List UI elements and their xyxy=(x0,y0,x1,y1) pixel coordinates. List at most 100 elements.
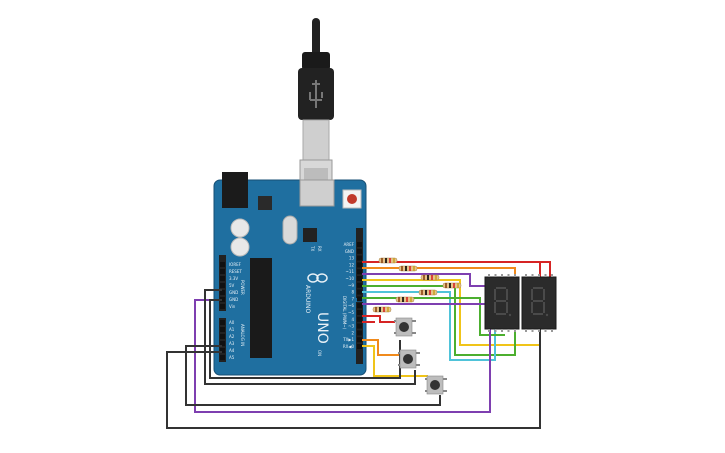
digital-pin[interactable] xyxy=(357,276,362,281)
power-pin[interactable] xyxy=(220,269,225,274)
usb-cable[interactable] xyxy=(298,18,334,207)
segment xyxy=(506,289,508,300)
segment xyxy=(506,302,508,313)
pushbutton-3[interactable] xyxy=(425,375,447,395)
digital-pin-label: ~6 xyxy=(348,303,354,308)
segment xyxy=(494,302,496,313)
digital-pin-label: RX◀0 xyxy=(343,344,355,349)
resistor[interactable] xyxy=(418,289,438,296)
resistor[interactable] xyxy=(442,282,462,289)
pushbutton-cap[interactable] xyxy=(399,322,409,332)
pushbutton-cap[interactable] xyxy=(403,354,413,364)
display-pin xyxy=(514,274,516,277)
analog-pin-label: A2 xyxy=(229,334,235,339)
power-pin[interactable] xyxy=(220,290,225,295)
digital-pin-label: 7 xyxy=(351,296,354,301)
analog-pin[interactable] xyxy=(220,348,225,353)
wire-green-7[interactable] xyxy=(362,297,505,336)
power-pin-label: Vin xyxy=(229,304,236,309)
resistor[interactable] xyxy=(372,306,392,313)
segment xyxy=(531,302,533,313)
display-pin xyxy=(531,274,534,277)
digital-pin-label: TX▶1 xyxy=(342,337,354,342)
pushbutton-cap[interactable] xyxy=(430,380,440,390)
display-pin xyxy=(514,329,516,332)
capacitor-2 xyxy=(230,237,250,257)
digital-pin[interactable] xyxy=(357,248,362,254)
wire-black-gnd-2[interactable] xyxy=(185,345,441,406)
digital-pin[interactable] xyxy=(357,242,362,247)
wire-green-9[interactable] xyxy=(362,285,516,356)
digital-pin-label: ~9 xyxy=(348,283,354,288)
analog-header xyxy=(219,318,226,362)
digital-pin-label: GND xyxy=(345,249,354,254)
digital-pin[interactable] xyxy=(357,296,362,302)
pushbutton-2[interactable] xyxy=(398,349,420,369)
digital-pin[interactable] xyxy=(357,330,362,336)
display-pin xyxy=(488,274,490,277)
analog-pin-label: A3 xyxy=(229,341,235,346)
analog-pin-label: A4 xyxy=(229,348,235,353)
power-pin[interactable] xyxy=(220,283,225,288)
digital-pin[interactable] xyxy=(357,323,362,329)
resistor[interactable] xyxy=(378,257,398,264)
resistor[interactable] xyxy=(420,274,440,281)
power-pin-label: RESET xyxy=(229,269,242,274)
segment xyxy=(531,289,533,300)
tx-label: TX xyxy=(310,245,315,251)
atmega-chip xyxy=(250,258,272,358)
resistor[interactable] xyxy=(395,296,415,303)
power-pin-label: GND xyxy=(229,297,238,302)
digital-pin[interactable] xyxy=(357,337,362,343)
digital-pin[interactable] xyxy=(357,262,362,268)
arduino-logo xyxy=(307,273,328,283)
power-pin[interactable] xyxy=(220,276,225,281)
analog-pin[interactable] xyxy=(220,320,225,325)
display-pin xyxy=(551,274,553,277)
display-pin xyxy=(538,329,540,332)
digital-pin-label: 12 xyxy=(349,262,355,267)
segment xyxy=(533,313,543,315)
digital-pin[interactable] xyxy=(357,310,362,315)
wire-orange-2[interactable] xyxy=(362,339,400,356)
digital-pin-label: 4 xyxy=(351,317,354,322)
digital-pin[interactable] xyxy=(357,289,362,295)
digital-pin[interactable] xyxy=(357,282,362,288)
seven-segment-display-1[interactable] xyxy=(484,274,520,332)
brand-label: ARDUINO xyxy=(304,285,311,314)
wire-yellow-1[interactable] xyxy=(362,345,428,377)
on-label: ON xyxy=(317,350,322,356)
wire-black-gnd-3[interactable] xyxy=(204,289,416,385)
segment xyxy=(543,289,545,300)
seven-segment-display-2[interactable] xyxy=(521,274,557,332)
digital-pin[interactable] xyxy=(357,316,362,322)
decimal-point xyxy=(545,313,549,317)
usb-chip xyxy=(303,228,317,242)
display-pin xyxy=(544,329,547,332)
reset-button-cap[interactable] xyxy=(347,194,357,204)
digital-pin[interactable] xyxy=(357,255,362,261)
arduino-uno-board[interactable]: ARDUINO UNO TX RX ON POWER ANALOG IN DIG… xyxy=(213,172,367,376)
digital-pin[interactable] xyxy=(357,303,362,309)
resistor[interactable] xyxy=(398,265,418,272)
analog-pin[interactable] xyxy=(220,341,225,346)
power-pin[interactable] xyxy=(220,262,225,267)
analog-pin[interactable] xyxy=(220,334,225,339)
analog-pin-label: A5 xyxy=(229,355,235,360)
power-pin-label: GND xyxy=(229,290,238,295)
digital-pin-label: ~11 xyxy=(346,269,355,274)
pushbutton-1[interactable] xyxy=(394,317,416,337)
digital-pin[interactable] xyxy=(357,269,362,275)
analog-pin[interactable] xyxy=(220,355,225,360)
wire-cyan-8[interactable] xyxy=(362,291,496,361)
power-pin[interactable] xyxy=(220,304,225,309)
analog-pin[interactable] xyxy=(220,327,225,332)
resistors xyxy=(372,257,462,313)
wire-red-4[interactable] xyxy=(362,315,395,323)
power-pin[interactable] xyxy=(220,297,225,302)
digital-pin-label: ~5 xyxy=(348,310,354,315)
digital-pin[interactable] xyxy=(357,344,362,349)
wire-purple-6[interactable] xyxy=(194,299,491,413)
display-pin xyxy=(551,329,553,332)
